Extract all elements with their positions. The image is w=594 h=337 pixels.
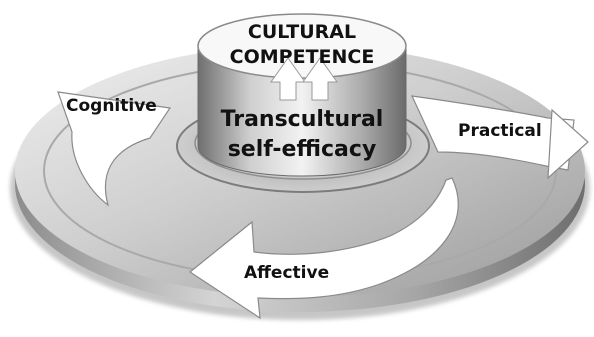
central-cylinder (197, 13, 407, 177)
affective-arrow-icon (188, 177, 459, 320)
upward-arrows (270, 57, 338, 101)
cognitive-arrow-icon (57, 91, 172, 207)
competence-label-line1: CULTURAL (248, 21, 356, 43)
up-arrow-right-icon (302, 57, 338, 101)
up-arrow-left-icon (270, 57, 306, 101)
competence-label-line2: COMPETENCE (230, 46, 375, 68)
self-efficacy-label-line2: self-efficacy (228, 137, 377, 162)
affective-label: Affective (244, 263, 329, 283)
cycle-arrows (57, 91, 589, 320)
practical-label: Practical (458, 121, 542, 141)
self-efficacy-label-line1: Transcultural (221, 107, 384, 132)
cognitive-label: Cognitive (66, 96, 157, 116)
